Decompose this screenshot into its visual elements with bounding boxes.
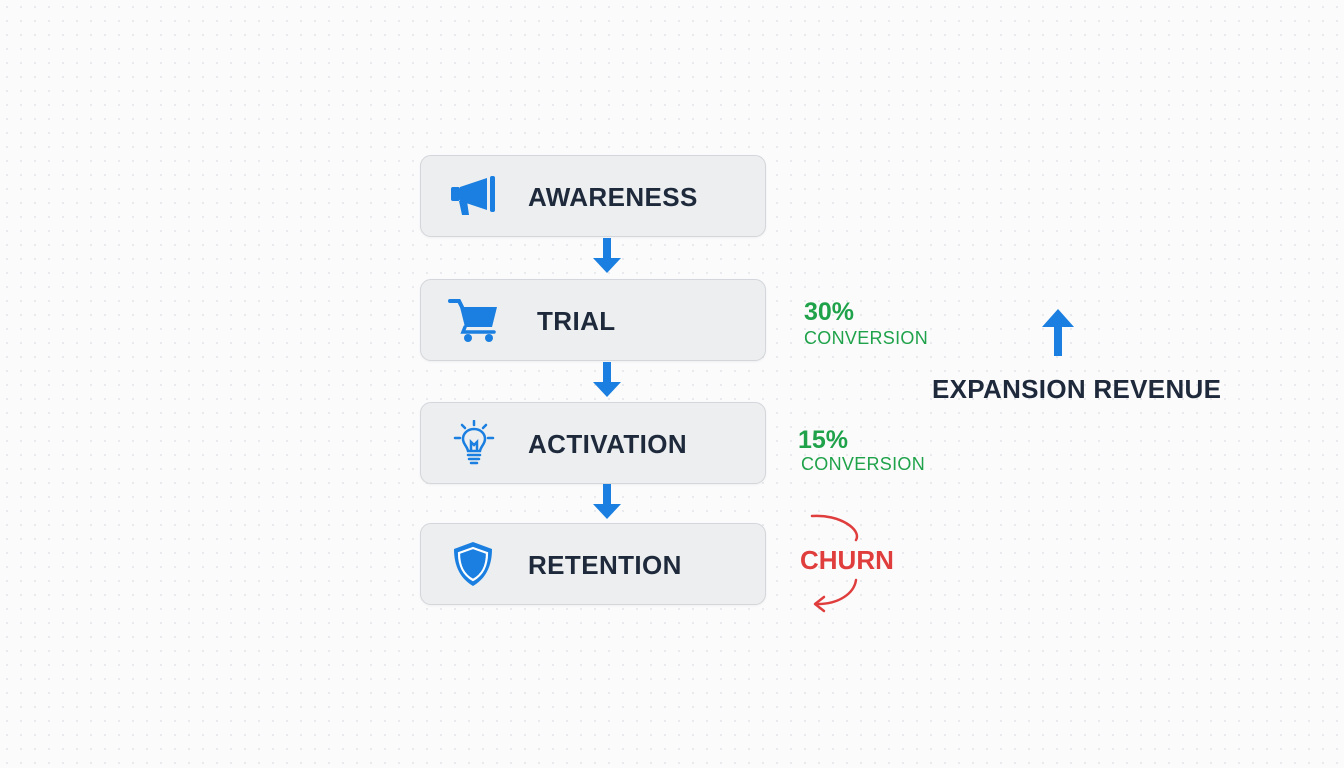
stage-retention: RETENTION [420,523,766,605]
conversion-percent-activation: 15% [798,426,849,454]
conversion-percent-trial: 30% [804,298,855,326]
stage-activation: ACTIVATION [420,402,766,484]
shopping-cart-icon [447,297,501,343]
down-arrow-icon [591,362,623,398]
churn-cycle-icon [808,512,866,616]
conversion-label-trial: CONVERSION [804,328,929,348]
down-arrow-icon [591,238,623,274]
megaphone-icon [447,173,501,219]
down-arrow-icon [591,484,623,520]
shield-icon [447,541,501,587]
stage-awareness: AWARENESS [420,155,766,237]
lightbulb-icon [447,420,501,466]
stage-trial: TRIAL [420,279,766,361]
stage-label-trial: TRIAL [537,306,616,336]
churn-label: CHURN [800,545,894,575]
stage-label-retention: RETENTION [528,550,682,580]
stage-label-awareness: AWARENESS [528,182,698,212]
conversion-label-activation: CONVERSION [801,454,926,474]
up-arrow-icon [1040,308,1076,358]
stage-label-activation: ACTIVATION [528,429,688,459]
expansion-revenue-label: EXPANSION REVENUE [932,374,1222,404]
